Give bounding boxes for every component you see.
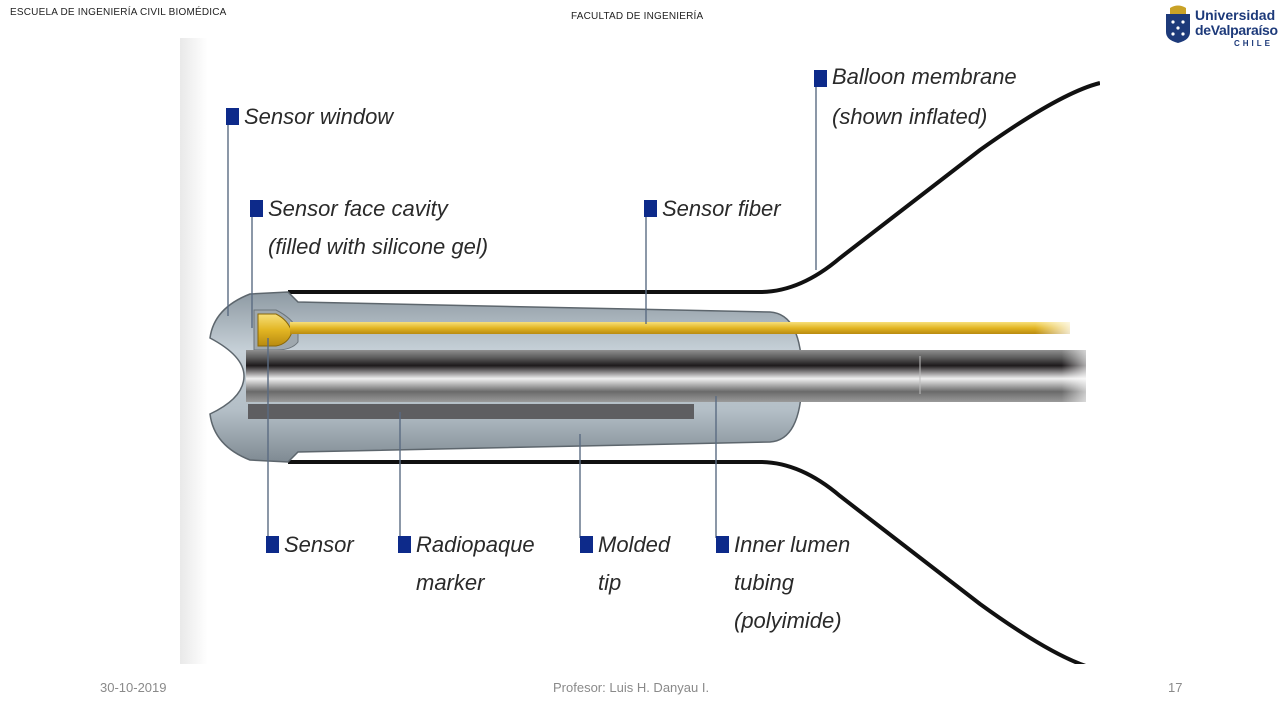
footer-date: 30-10-2019: [100, 680, 167, 695]
label-marker-inner-lumen: [716, 536, 729, 553]
label-marker-sensor-window: [226, 108, 239, 125]
label-sensor-face-cavity: Sensor face cavity: [268, 196, 450, 221]
shield-icon: [1166, 5, 1190, 43]
balloon-membrane-upper: [288, 81, 1100, 294]
university-logo: Universidad deValparaíso CHILE: [1162, 0, 1278, 50]
label-inner-lumen: Inner lumen: [734, 532, 850, 557]
label-sensor-window: Sensor window: [244, 104, 395, 129]
label-marker-sensor-fiber: [644, 200, 657, 217]
balloon-membrane-lower: [288, 460, 1087, 664]
label-sensor: Sensor: [284, 532, 355, 557]
label-molded-tip: tip: [598, 570, 621, 595]
school-name: ESCUELA DE INGENIERÍA CIVIL BIOMÉDICA: [10, 7, 227, 18]
faculty-name: FACULTAD DE INGENIERÍA: [571, 11, 704, 22]
radiopaque-marker: [248, 404, 694, 419]
logo-text-line2: deValparaíso: [1195, 22, 1278, 38]
label-balloon-membrane: Balloon membrane: [832, 64, 1017, 89]
label-marker-sensor-face-cavity: [250, 200, 263, 217]
catheter-tip-diagram: Sensor window Sensor face cavity (filled…: [180, 38, 1100, 664]
label-balloon-membrane-note: (shown inflated): [832, 104, 987, 129]
label-sensor-face-cavity-note: (filled with silicone gel): [268, 234, 488, 259]
page-number: 17: [1168, 680, 1183, 695]
label-inner-lumen-polyimide: (polyimide): [734, 608, 842, 633]
label-marker-molded-tip: [580, 536, 593, 553]
label-radiopaque: Radiopaque: [416, 532, 535, 557]
label-marker-radiopaque: [398, 536, 411, 553]
label-marker-sensor: [266, 536, 279, 553]
logo-text-line1: Universidad: [1195, 7, 1276, 23]
label-marker-balloon-membrane: [814, 70, 827, 87]
logo-text-line3: CHILE: [1234, 39, 1273, 48]
label-inner-lumen-tubing: tubing: [734, 570, 795, 595]
label-molded: Molded: [598, 532, 671, 557]
label-radiopaque-marker: marker: [416, 570, 486, 595]
footer-professor: Profesor: Luis H. Danyau I.: [553, 680, 710, 695]
label-sensor-fiber: Sensor fiber: [662, 196, 782, 221]
